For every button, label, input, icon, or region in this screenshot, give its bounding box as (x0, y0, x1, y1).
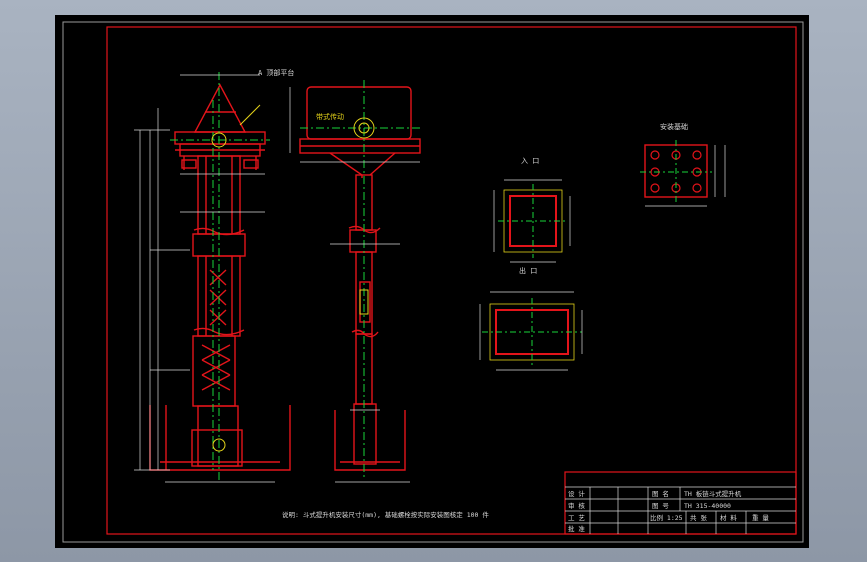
title-name-value: TH 板链斗式提升机 (684, 489, 742, 498)
title-name-label: 图 名 (652, 489, 669, 498)
outlet-section-view (479, 291, 583, 371)
side-view-highlight (353, 117, 375, 315)
title-code-value: TH 315-40000 (684, 502, 731, 510)
side-view-centerline (300, 80, 420, 480)
side-view-dimensions (289, 87, 420, 483)
front-view-highlight (211, 104, 261, 452)
outlet-title: 出 口 (519, 266, 537, 275)
title-row-design: 设 计 (568, 489, 585, 498)
title-row-process: 工 艺 (568, 514, 585, 522)
title-block: 设 计 审 核 工 艺 批 准 图 名 TH 板链斗式提升机 图 号 TH 31… (564, 471, 797, 535)
title-sheets: 共 张 (690, 513, 707, 522)
inlet-title: 入 口 (521, 157, 539, 165)
front-view-centerline (170, 72, 270, 480)
inlet-section-view (493, 179, 571, 263)
head-label: A 顶部平台 (258, 68, 294, 77)
title-weight: 重 量 (752, 514, 769, 522)
side-label: 带式传动 (316, 112, 344, 121)
drawing-canvas[interactable] (55, 15, 809, 548)
drawing-note: 说明: 斗式提升机安装尺寸(mm), 基础螺栓按实际安装图核定 100 件 (282, 510, 489, 519)
front-view-dimensions (134, 74, 275, 483)
title-code-label: 图 号 (652, 502, 669, 510)
title-scale: 比例 1:25 (650, 513, 683, 522)
sheet-border (62, 21, 804, 543)
drawing-frame (106, 26, 797, 535)
title-row-review: 审 核 (568, 501, 585, 510)
title-material: 材 料 (720, 513, 737, 522)
flange-title: 安装基础 (660, 122, 688, 131)
title-row-approve: 批 准 (568, 524, 585, 533)
mounting-flange-view (640, 140, 726, 207)
